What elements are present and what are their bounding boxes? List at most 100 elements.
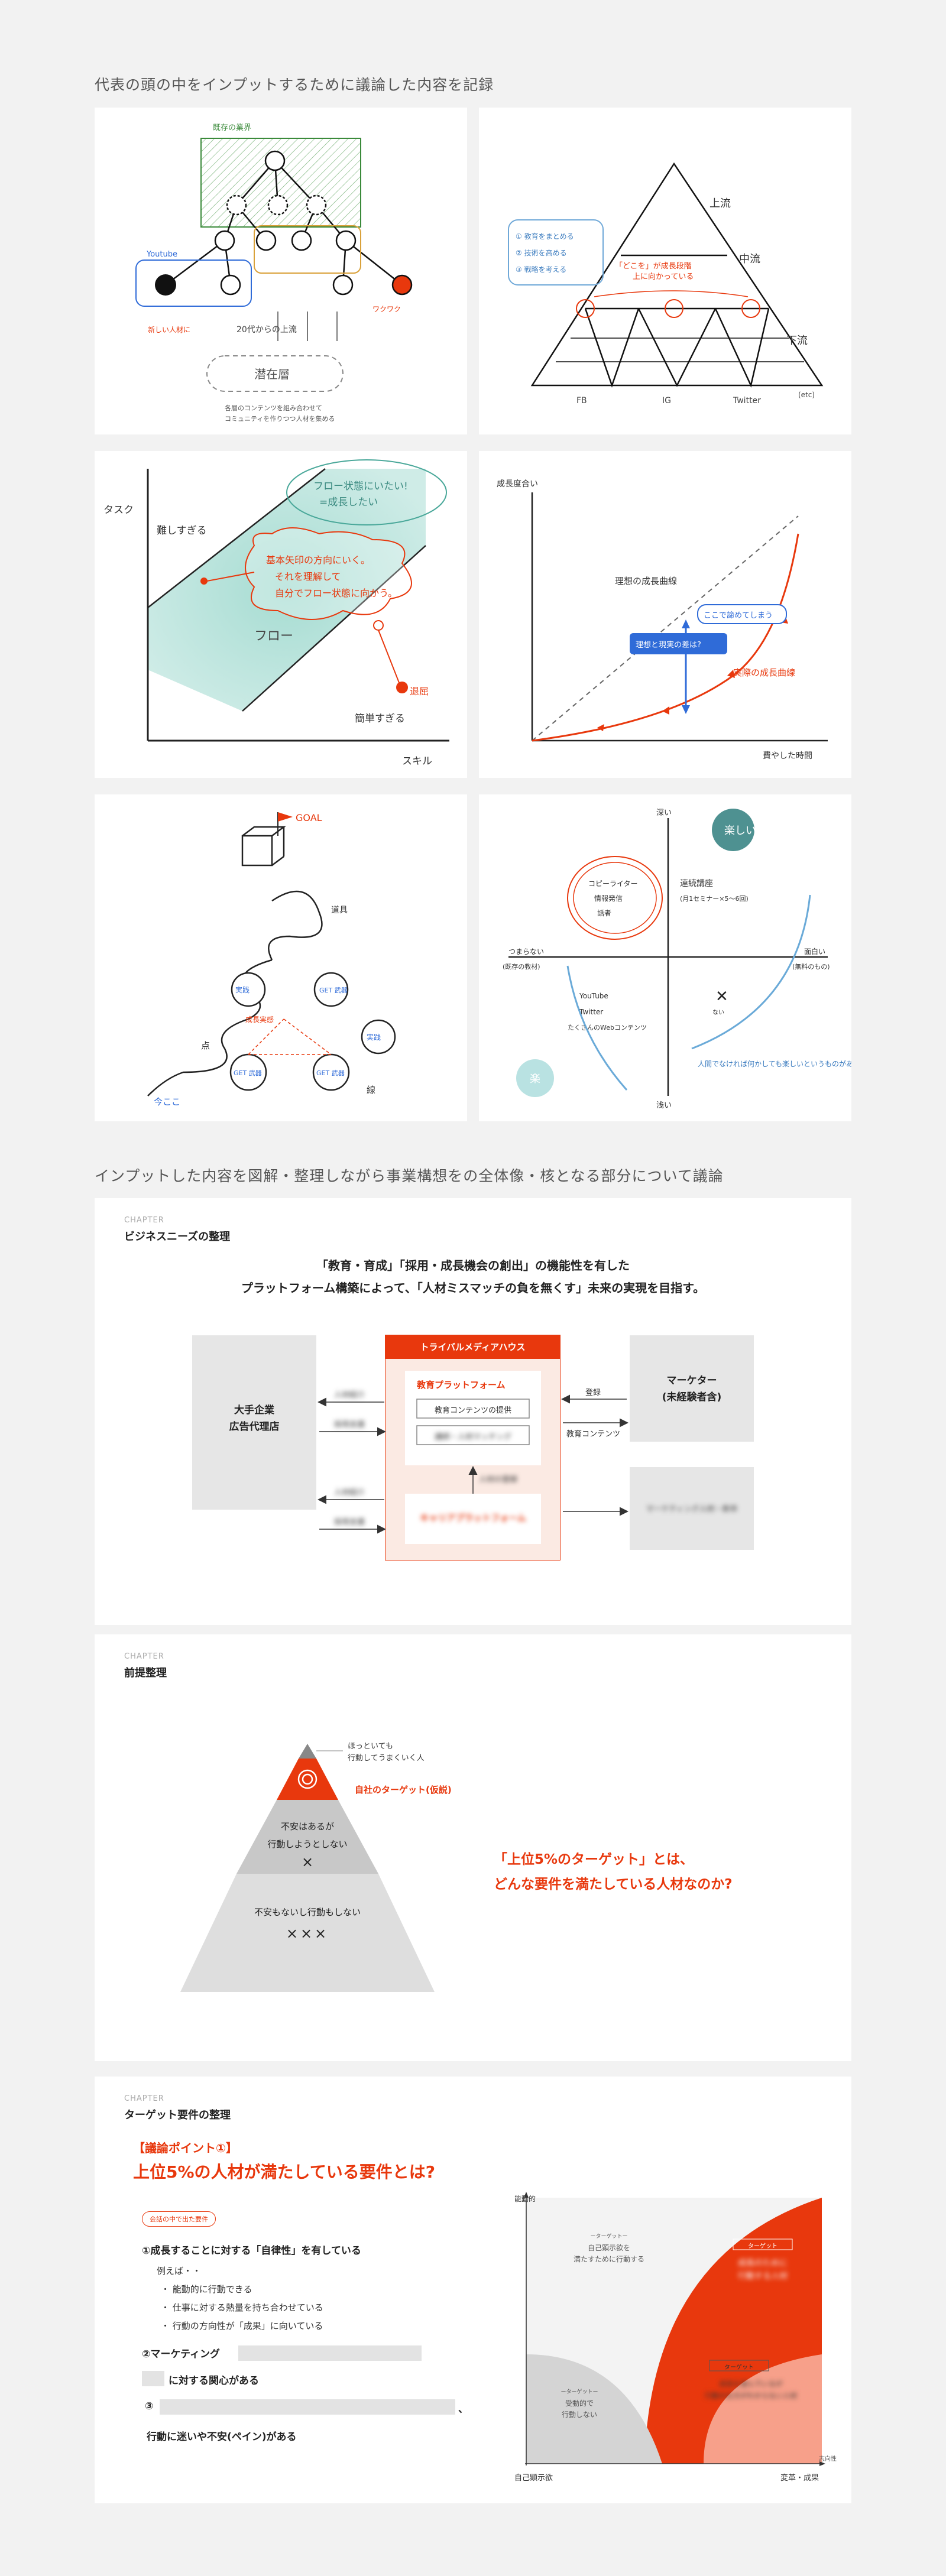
- point-question: 上位5%の人材が満たしている要件とは?: [133, 2162, 435, 2182]
- target-requirements-slide: CHAPTER ターゲット要件の整理 【議論ポイント①】 上位5%の人材が満たし…: [95, 2077, 851, 2503]
- sketch-matrix-drawing: 深い 浅い つまらない (既存の教材) 面白い (無料のもの) コピーライター …: [503, 809, 867, 1110]
- mid-cross: ×: [301, 1854, 314, 1870]
- note-1: ① 教育をまとめる: [516, 232, 574, 241]
- target2-blur-1: 成長を望んでいるが: [719, 2380, 783, 2388]
- cycle-2: GET 武器: [319, 987, 348, 994]
- cycle-5: GET 武器: [316, 1069, 345, 1077]
- bullet-3-text: 行動の方向性が「成果」に向いている: [172, 2321, 323, 2331]
- target-blur-1: 成長のために: [738, 2259, 788, 2268]
- sketch-flow-drawing: タスク スキル 難しすぎる 簡単すぎる フロー フロー状態にいたい! =成長した…: [103, 459, 449, 767]
- blur-left-1: 人材紹介: [334, 1391, 365, 1400]
- dot-label: 退屈: [410, 686, 429, 697]
- skill-axis: スキル: [402, 755, 432, 767]
- top-note-1: ほっといても: [348, 1742, 393, 1751]
- target-blur-2: 行動する人材: [738, 2272, 788, 2281]
- lb-3: たくさんのWebコンテンツ: [568, 1024, 647, 1031]
- growth-axis: 成長度合い: [497, 479, 538, 489]
- ideal-curve: 理想の成長曲線: [615, 576, 677, 586]
- center-header: トライバルメディアハウス: [420, 1342, 526, 1352]
- q-tl-tag: ーターゲットー: [590, 2234, 628, 2240]
- business-needs-slide: CHAPTER ビジネスニーズの整理 「教育・育成」「採用・成長機会の創出」の機…: [95, 1198, 851, 1625]
- sketch-pyramid-drawing: 上流 中流 下流 「どこを」が成長段階 上に向かっている ① 教育をまとめる ②…: [508, 162, 824, 405]
- blur-left-3: 人材紹介: [334, 1488, 365, 1497]
- sketch-matrix: 深い 浅い つまらない (既存の教材) 面白い (無料のもの) コピーライター …: [479, 794, 867, 1121]
- item-2a: ②マーケティング: [142, 2348, 221, 2360]
- lower-blur-label: キャリアプラットフォーム: [420, 1513, 526, 1523]
- left-box-line-2: 広告代理店: [229, 1421, 280, 1433]
- chart-x-axis: 志向性: [819, 2456, 837, 2463]
- bullet-list: ・ 能動的に行動できる ・ 仕事に対する熱量を持ち合わせている ・ 行動の方向性…: [161, 2280, 323, 2335]
- circle-1: コピーライター: [588, 880, 638, 888]
- hard-label: 難しすぎる: [157, 525, 207, 537]
- right-label-1: 面白い: [804, 947, 825, 956]
- sketch-hierarchy: 既存の業界 Youtube 20代からの上流 新しい人材に ワクワク 潜在層 各…: [95, 108, 467, 434]
- item-3a: ③: [145, 2400, 154, 2412]
- real-curve: 実際の成長曲線: [733, 667, 795, 678]
- slide-title: ビジネスニーズの整理: [124, 1231, 231, 1243]
- bullet-2: ・ 仕事に対する熱量を持ち合わせている: [161, 2302, 323, 2313]
- left-box: 大手企業 広告代理店: [192, 1402, 316, 1435]
- bottom-label: 浅い: [656, 1101, 672, 1110]
- point-label: 【議論ポイント①】: [133, 2141, 238, 2155]
- section-title-discussion: インプットした内容を図解・整理しながら事業構想をの全体像・核となる部分について議…: [95, 1167, 724, 1185]
- sketch-hierarchy-drawing: 既存の業界 Youtube 20代からの上流 新しい人材に ワクワク 潜在層 各…: [135, 123, 413, 423]
- bottom-ig: IG: [662, 396, 671, 405]
- content-arrow-label: 教育コンテンツ: [566, 1430, 621, 1439]
- top-note: ほっといても 行動してうまくいく人: [348, 1741, 425, 1764]
- note-right: ワクワク: [372, 305, 401, 313]
- item-2b: に対する関心がある: [169, 2375, 259, 2387]
- bottom-line-1: 不安もないし行動もしない: [254, 1907, 361, 1918]
- bottom-layer: 不安もないし行動もしない ×××: [180, 1902, 435, 1944]
- blur-mid: 人材の登録: [479, 1475, 518, 1484]
- item-2-redaction-2: [142, 2371, 164, 2386]
- note-left: 新しい人材に: [148, 325, 190, 334]
- slide-title: ターゲット要件の整理: [124, 2109, 231, 2121]
- caption-2: コミュニティを作りつつ人材を集める: [225, 414, 335, 423]
- chart-y-label: 能動的: [514, 2195, 536, 2203]
- circle-2: 情報発信: [594, 894, 623, 903]
- item-3-redaction: [160, 2399, 455, 2415]
- cycle-1: 実践: [235, 985, 250, 994]
- example-label: 例えば・・: [157, 2266, 202, 2276]
- sketch-growth-drawing: 成長度合い 費やした時間 理想の成長曲線 ここで諦めてしまう 理想と現実の差は?…: [497, 479, 828, 761]
- target-matrix: [524, 2192, 825, 2466]
- q-bl-2: 行動しない: [561, 2410, 597, 2419]
- premise-pyramid: [180, 1744, 435, 1992]
- q-tl-1: 自己顕示欲を: [587, 2244, 630, 2252]
- lb-1: YouTube: [579, 992, 608, 1000]
- right-blur-label: マーケティング人材・新卒: [646, 1505, 738, 1514]
- mid-layer: 不安はあるが 行動しようとしない ×: [237, 1818, 378, 1871]
- item-3b: 、: [458, 2403, 468, 2415]
- cross-mark: ✕: [715, 988, 728, 1005]
- red-note-1: 基本矢印の方向にいく。: [266, 554, 370, 566]
- chart-x-left: 自己顕示欲: [514, 2474, 553, 2483]
- bullet-2-text: 仕事に対する熱量を持ち合わせている: [172, 2302, 323, 2313]
- right-box: マーケター (未経験者含): [630, 1373, 754, 1406]
- platform-label: 教育プラットフォーム: [417, 1380, 506, 1390]
- left-label-2: (既存の教材): [503, 962, 540, 971]
- upper-right-1: 連続講座: [680, 878, 713, 888]
- lead-line-1: 「教育・育成」「採用・成長機会の創出」の機能性を有した: [316, 1258, 630, 1273]
- chapter-label: CHAPTER: [124, 1216, 164, 1225]
- reg-label: 登録: [585, 1388, 601, 1397]
- question-line-1: 「上位5%のターゲット」とは、: [494, 1852, 694, 1867]
- box-label: 既存の業界: [213, 123, 251, 132]
- q-bl-1: 受動的で: [565, 2399, 594, 2408]
- chapter-label: CHAPTER: [124, 2094, 164, 2103]
- task-axis: タスク: [103, 504, 134, 516]
- slide-title: 前提整理: [124, 1667, 167, 1679]
- now-label: 今ここ: [154, 1096, 180, 1107]
- item-1: ①成長することに対する「自律性」を有している: [142, 2245, 361, 2257]
- lower-label: 下流: [786, 335, 808, 347]
- red-note-2: それを理解して: [275, 571, 341, 582]
- right-label-2: (無料のもの): [792, 962, 830, 971]
- question: 「上位5%のターゲット」とは、 どんな要件を満たしている人材なのか?: [494, 1847, 733, 1897]
- circle-3: 話者: [597, 909, 611, 917]
- q-top-left: ーターゲットー 自己顕示欲を 満たすために行動する: [562, 2231, 656, 2265]
- right-box-line-2: (未経験者含): [662, 1391, 722, 1403]
- gap-note: 理想と現実の差は?: [636, 640, 701, 650]
- q-bottom-left: ーターゲットー 受動的で 行動しない: [544, 2387, 615, 2421]
- cross-label: ない: [712, 1009, 724, 1016]
- center-note: 「どこを」が成長段階: [615, 262, 692, 271]
- sketch-growth: 成長度合い 費やした時間 理想の成長曲線 ここで諦めてしまう 理想と現実の差は?…: [479, 451, 851, 778]
